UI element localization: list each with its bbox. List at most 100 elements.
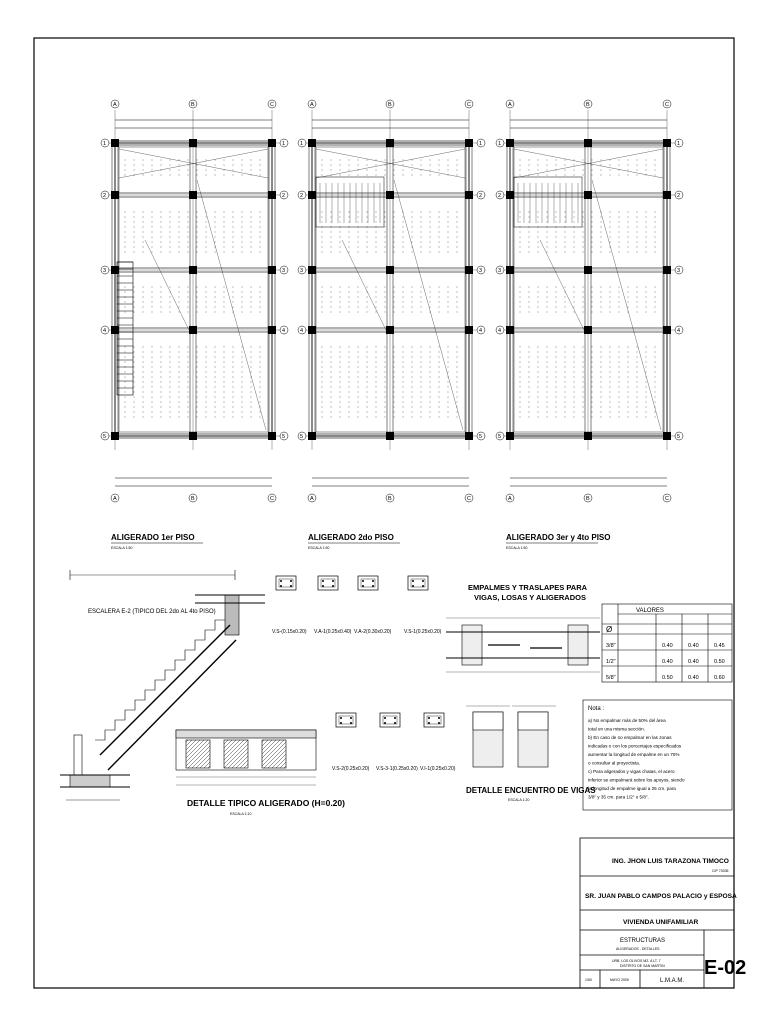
beam-section-label: V.S-1(0.25x0.20) bbox=[404, 629, 442, 635]
axis-label-right-1: 1 bbox=[282, 141, 285, 147]
axis-bubble-right-2 bbox=[476, 190, 486, 200]
values-cell: 0.40 bbox=[688, 659, 699, 665]
axis-bubble-3 bbox=[495, 265, 505, 275]
splices-drawing bbox=[446, 617, 600, 673]
axis-bubble-1 bbox=[495, 138, 505, 148]
axis-bubble-2 bbox=[297, 190, 307, 200]
splices-title-line1: EMPALMES Y TRASLAPES PARA bbox=[468, 583, 588, 592]
values-cell: 0.50 bbox=[662, 675, 673, 681]
values-cell: 0.40 bbox=[662, 659, 673, 665]
axis-bubble-bottom-c bbox=[267, 493, 277, 503]
notes-lines: a) No empalmar más de 50% del área total… bbox=[588, 718, 685, 800]
axis-bubble-right-4 bbox=[674, 325, 684, 335]
values-cell: 0.50 bbox=[714, 659, 725, 665]
axis-bubble-right-5 bbox=[279, 431, 289, 441]
title-block-frame bbox=[579, 837, 735, 989]
axis-label-top-c: C bbox=[270, 102, 274, 108]
axis-bubble-3 bbox=[297, 265, 307, 275]
note-line: b) En caso de no empalmar en las zonas bbox=[588, 735, 672, 740]
axis-bubble-bottom-c bbox=[662, 493, 672, 503]
axis-label-left-3: 3 bbox=[300, 268, 303, 274]
axis-bubble-c bbox=[464, 99, 474, 109]
values-cell: 0.45 bbox=[714, 643, 725, 649]
beam-sections-row-1: V.S-(0.15x0.20)V.A-1(0.25x0.40)V.A-2(0.3… bbox=[272, 575, 442, 635]
axis-label-left-3: 3 bbox=[103, 268, 106, 274]
plan-scale: ESCALA 1:50 bbox=[308, 546, 329, 550]
splices-title-line2: VIGAS, LOSAS Y ALIGERADOS bbox=[474, 593, 586, 602]
plan-scale: ESCALA 1:50 bbox=[111, 546, 132, 550]
beam-section-label: V.I-1(0.25x0.20) bbox=[420, 766, 456, 772]
axis-label-right-4: 4 bbox=[677, 328, 680, 334]
sheet-subtitle: ALIGERADOS - DETALLES bbox=[616, 947, 660, 951]
project-name: VIVIENDA UNIFAMILIAR bbox=[623, 919, 698, 926]
slab-detail-title: DETALLE TIPICO ALIGERADO (H=0.20) bbox=[187, 798, 345, 808]
values-cell: 0.40 bbox=[662, 643, 673, 649]
note-line: inferior se empalmará sobre los apoyos, … bbox=[588, 778, 685, 783]
notes-heading: Nota : bbox=[588, 706, 604, 712]
axis-label-top-a: A bbox=[310, 102, 314, 108]
values-cell: 0.40 bbox=[688, 675, 699, 681]
axis-bubble-4 bbox=[495, 325, 505, 335]
axis-label-right-1: 1 bbox=[479, 141, 482, 147]
beam-section-label: V.A-1(0.25x0.40) bbox=[314, 629, 352, 635]
axis-bubble-right-4 bbox=[279, 325, 289, 335]
note-line: total en una misma sección. bbox=[588, 727, 645, 732]
axis-label-left-4: 4 bbox=[300, 328, 303, 334]
slab-detail-drawing bbox=[175, 729, 317, 786]
scale-value: 1/50 bbox=[585, 978, 592, 982]
axis-label-right-4: 4 bbox=[479, 328, 482, 334]
axis-label-top-a: A bbox=[508, 102, 512, 108]
notes-box bbox=[582, 699, 733, 811]
axis-label-right-3: 3 bbox=[479, 268, 482, 274]
axis-bubble-a bbox=[307, 99, 317, 109]
axis-bubble-bottom-c bbox=[464, 493, 474, 503]
values-cell: 1/2" bbox=[606, 659, 616, 665]
axis-bubble-b bbox=[583, 99, 593, 109]
axis-label-left-4: 4 bbox=[103, 328, 106, 334]
axis-label-left-1: 1 bbox=[103, 141, 106, 147]
axis-bubble-a bbox=[505, 99, 515, 109]
axis-bubble-bottom-b bbox=[583, 493, 593, 503]
specialty-label: ESTRUCTURAS bbox=[620, 938, 665, 944]
axis-label-right-3: 3 bbox=[282, 268, 285, 274]
axis-label-right-5: 5 bbox=[479, 434, 482, 440]
axis-label-bottom-c: C bbox=[467, 496, 471, 502]
plan-scale: ESCALA 1:50 bbox=[506, 546, 527, 550]
plan-title: ALIGERADO 3er y 4to PISO bbox=[506, 533, 610, 542]
values-table-title: VALORES bbox=[636, 608, 664, 614]
values-table-col-header: Ø bbox=[606, 625, 612, 634]
axis-label-right-4: 4 bbox=[282, 328, 285, 334]
axis-label-bottom-c: C bbox=[270, 496, 274, 502]
note-line: c) Para aligerados y vigas chatas, el ac… bbox=[588, 769, 675, 774]
axis-bubble-4 bbox=[100, 325, 110, 335]
drawn-by: L.M.A.M. bbox=[660, 978, 684, 984]
axis-label-right-2: 2 bbox=[282, 193, 285, 199]
axis-bubble-c bbox=[267, 99, 277, 109]
axis-label-right-2: 2 bbox=[479, 193, 482, 199]
axis-bubble-5 bbox=[297, 431, 307, 441]
axis-bubble-right-4 bbox=[476, 325, 486, 335]
axis-label-left-5: 5 bbox=[498, 434, 501, 440]
axis-bubble-right-1 bbox=[674, 138, 684, 148]
note-line: a) No empalmar más de 50% del área bbox=[588, 718, 666, 723]
axis-bubble-4 bbox=[297, 325, 307, 335]
axis-bubble-right-1 bbox=[279, 138, 289, 148]
axis-bubble-2 bbox=[100, 190, 110, 200]
axis-label-top-c: C bbox=[665, 102, 669, 108]
axis-bubble-1 bbox=[297, 138, 307, 148]
beam-section-label: V.S-(0.15x0.20) bbox=[272, 629, 307, 635]
stair-section bbox=[60, 570, 265, 801]
values-table bbox=[601, 603, 733, 683]
axis-bubble-right-5 bbox=[674, 431, 684, 441]
axis-label-left-3: 3 bbox=[498, 268, 501, 274]
plan-title: ALIGERADO 2do PISO bbox=[308, 533, 394, 542]
axis-label-bottom-b: B bbox=[191, 496, 195, 502]
axis-label-bottom-a: A bbox=[508, 496, 512, 502]
axis-bubble-bottom-a bbox=[110, 493, 120, 503]
axis-bubble-b bbox=[385, 99, 395, 109]
axis-label-bottom-a: A bbox=[113, 496, 117, 502]
